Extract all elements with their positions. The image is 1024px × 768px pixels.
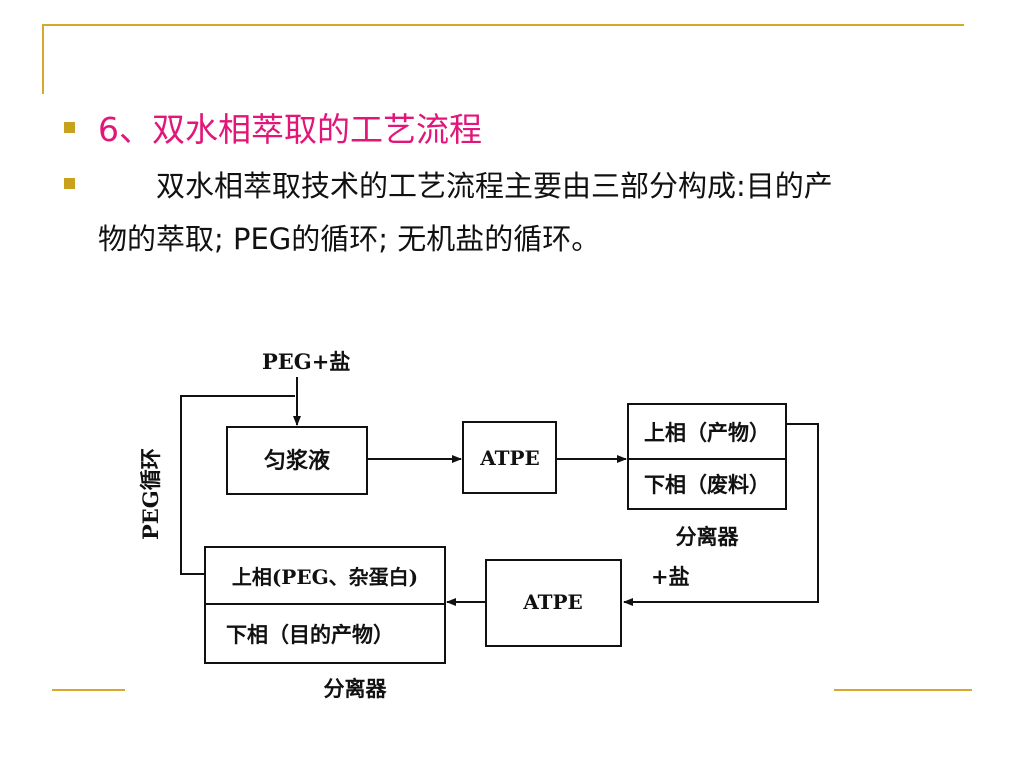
slide-heading: 6、双水相萃取的工艺流程 xyxy=(98,110,482,149)
bottom-phase-target-label: 下相（目的产物） xyxy=(226,622,394,647)
homogenate-box xyxy=(226,426,368,495)
separator-2-label: 分离器 xyxy=(324,676,388,701)
top-phase-peg-label: 上相(PEG、杂蛋白) xyxy=(232,565,418,589)
frame-top-line xyxy=(42,24,964,26)
atpe-2-label: ATPE xyxy=(522,590,583,614)
peg-cycle-label: PEG循环 xyxy=(138,448,163,540)
frame-bottom-left-line xyxy=(52,689,125,691)
separator-box-1 xyxy=(627,403,787,510)
atpe-box-2 xyxy=(485,559,622,647)
peg-salt-label: PEG+盐 xyxy=(262,349,350,374)
add-salt-label: +盐 xyxy=(651,564,690,589)
bottom-phase-waste-label: 下相（废料） xyxy=(644,472,770,497)
homogenate-label: 匀浆液 xyxy=(264,448,330,474)
frame-bottom-right-line xyxy=(834,689,972,691)
top-phase-product-label: 上相（产物） xyxy=(644,420,770,445)
separator-1-label: 分离器 xyxy=(676,524,740,549)
peg-recycle-line xyxy=(180,395,295,575)
atpe-1-label: ATPE xyxy=(479,446,540,470)
body-line-2: 物的萃取; PEG的循环; 无机盐的循环。 xyxy=(98,222,601,256)
bullet-body xyxy=(64,178,75,189)
bullet-heading xyxy=(64,122,75,133)
frame-left-line xyxy=(42,24,44,94)
arrow-top-phase-to-atpe2 xyxy=(623,423,819,606)
body-line-1: 双水相萃取技术的工艺流程主要由三部分构成:目的产 xyxy=(156,169,833,203)
atpe-box-1 xyxy=(462,421,557,494)
slide-body: 双水相萃取技术的工艺流程主要由三部分构成:目的产 物的萃取; PEG的循环; 无… xyxy=(98,160,968,266)
